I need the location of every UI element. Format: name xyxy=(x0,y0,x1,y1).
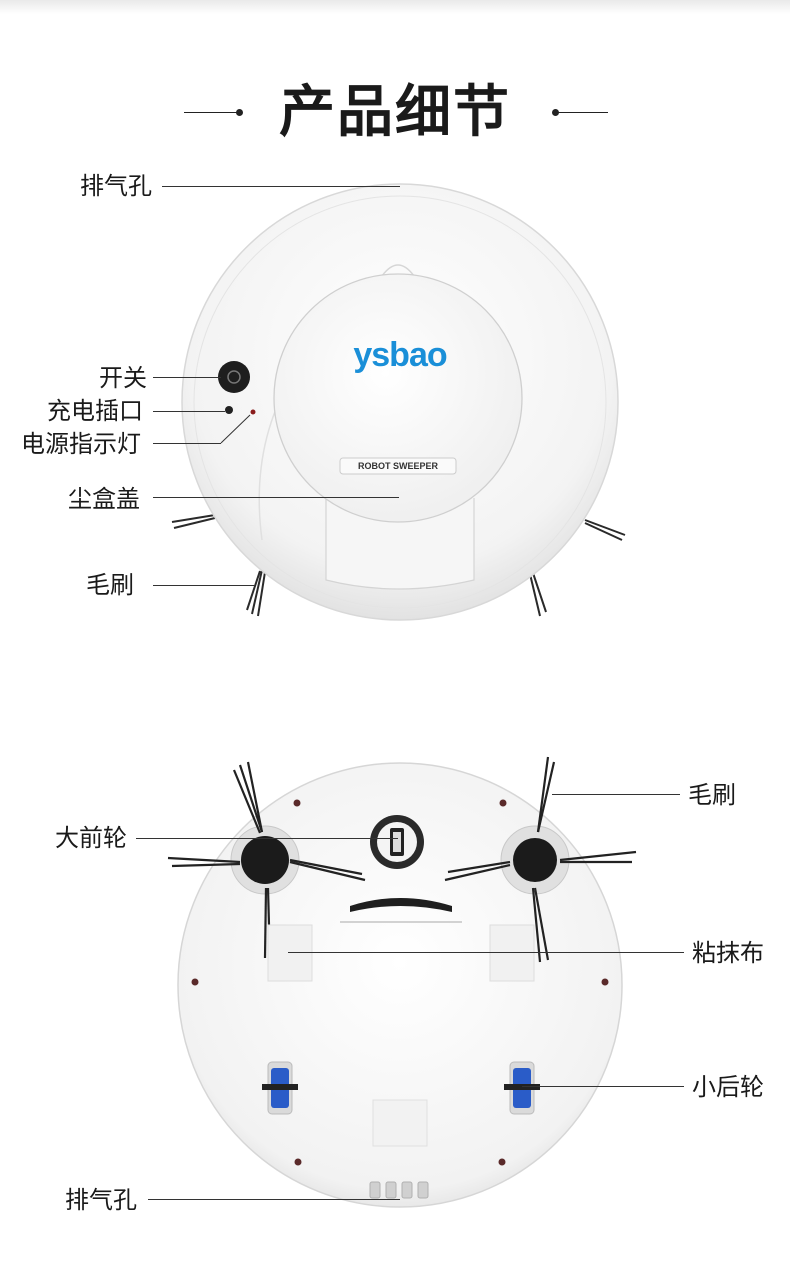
leader-bottom-brush xyxy=(552,794,680,795)
model-badge-frame xyxy=(339,457,457,475)
exhaust-vents xyxy=(369,1181,429,1199)
leader-bottom-vent xyxy=(148,1199,400,1200)
mop-pad-right xyxy=(489,924,535,982)
power-icon xyxy=(227,370,241,384)
top-side-brush-left xyxy=(171,514,266,617)
label-rear-wheel: 小后轮 xyxy=(692,1073,764,1101)
label-front-wheel: 大前轮 xyxy=(55,824,127,852)
dustbin-cover xyxy=(325,498,475,590)
power-button xyxy=(218,361,250,393)
power-indicator-light xyxy=(250,409,256,415)
title-right-dot xyxy=(552,109,559,116)
label-power-indicator: 电源指示灯 xyxy=(21,430,141,458)
top-robot-rim xyxy=(193,195,607,609)
label-top-vent: 排气孔 xyxy=(80,172,152,200)
rear-wheel-left xyxy=(262,1061,298,1115)
leader-power-indicator xyxy=(153,443,221,444)
rear-wheel-right xyxy=(504,1061,540,1115)
top-vent-notch xyxy=(381,264,415,277)
top-side-brush-right xyxy=(529,519,626,617)
leader-mop-pad xyxy=(288,952,684,953)
leader-charge-port xyxy=(153,411,225,412)
leader-top-vent xyxy=(162,186,400,187)
top-lid xyxy=(273,273,523,523)
page-title: 产品细节 xyxy=(279,80,511,145)
title-left-line xyxy=(184,112,240,113)
charge-port xyxy=(225,406,233,414)
model-badge: ROBOT SWEEPER xyxy=(357,461,438,471)
mop-pad-left xyxy=(267,924,313,982)
label-top-brush: 毛刷 xyxy=(86,571,134,599)
leader-rear-wheel xyxy=(522,1086,684,1087)
bottom-brush-right xyxy=(444,756,637,963)
rating-plate xyxy=(372,1099,428,1147)
bottom-brush-left xyxy=(167,761,366,963)
brand-logo: ysbao xyxy=(353,336,447,374)
label-mop-pad: 粘抹布 xyxy=(692,939,764,967)
leader-top-brush xyxy=(153,585,255,586)
label-dustbin-cover: 尘盒盖 xyxy=(68,485,140,513)
label-bottom-brush: 毛刷 xyxy=(688,781,736,809)
front-wheel xyxy=(370,815,424,869)
leader-front-wheel xyxy=(136,838,398,839)
label-bottom-vent: 排气孔 xyxy=(65,1186,137,1214)
label-power-switch: 开关 xyxy=(99,364,147,392)
title-right-line xyxy=(556,112,608,113)
leader-dustbin-cover xyxy=(153,497,399,498)
suction-slot xyxy=(350,898,452,912)
top-shadow xyxy=(0,0,790,14)
title-left-dot xyxy=(236,109,243,116)
leader-power-switch xyxy=(153,377,221,378)
screw-holes xyxy=(191,799,609,1166)
label-charge-port: 充电插口 xyxy=(47,397,143,425)
